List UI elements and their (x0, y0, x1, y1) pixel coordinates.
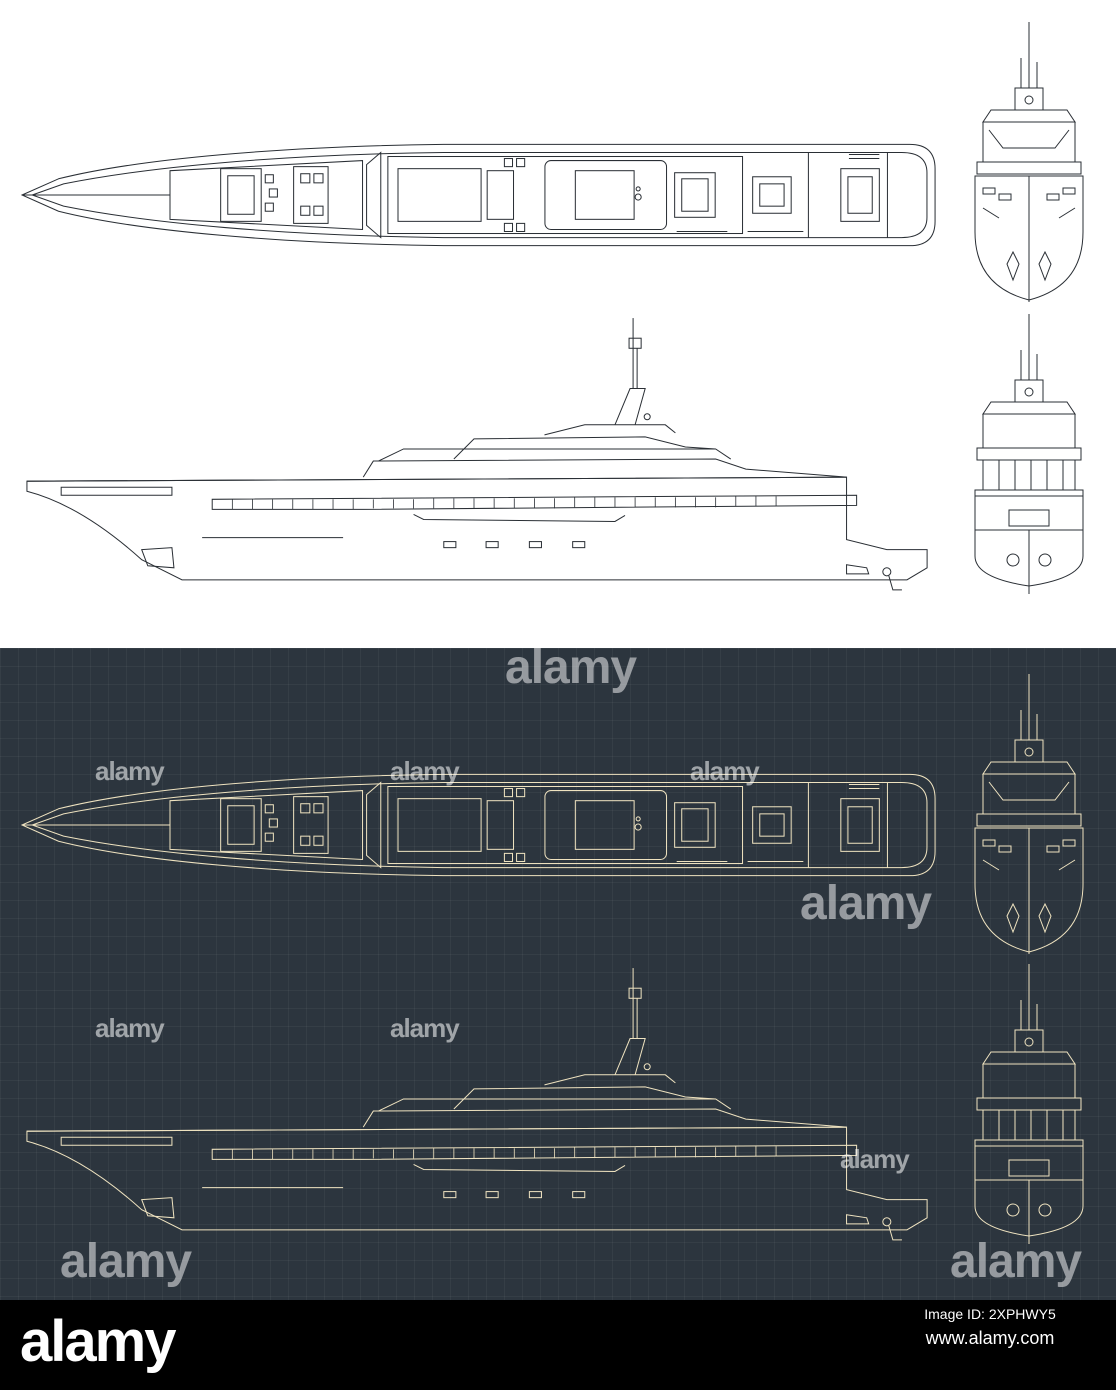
yacht-side-elevation (18, 958, 930, 1250)
yacht-front-elevation (965, 670, 1093, 960)
watermark: alamy (390, 756, 460, 786)
watermark: alamy (800, 877, 932, 930)
image-id: Image ID: 2XPHWY5 (924, 1306, 1056, 1322)
watermark: alamy (840, 1144, 910, 1174)
watermark: alamy (690, 756, 760, 786)
watermark: alamy (95, 1013, 165, 1043)
watermark: alamy (390, 1013, 460, 1043)
stock-footer: alamy Image ID: 2XPHWY5 www.alamy.com (0, 1300, 1116, 1390)
watermark: alamy (95, 756, 165, 786)
light-drawing-panel (0, 0, 1116, 648)
yacht-rear-elevation (965, 310, 1093, 600)
site-url: www.alamy.com (925, 1328, 1055, 1348)
yacht-side-elevation (18, 308, 930, 600)
yacht-rear-elevation (965, 960, 1093, 1250)
watermark: alamy (505, 641, 637, 694)
yacht-top-plan (18, 138, 936, 250)
yacht-front-elevation (965, 18, 1093, 308)
watermark: alamy (950, 1235, 1082, 1288)
alamy-logo: alamy (20, 1309, 176, 1374)
watermark: alamy (60, 1235, 192, 1288)
dark-blueprint-panel: alamy alamy alamy alamy alamy alamy alam… (0, 641, 1116, 1300)
